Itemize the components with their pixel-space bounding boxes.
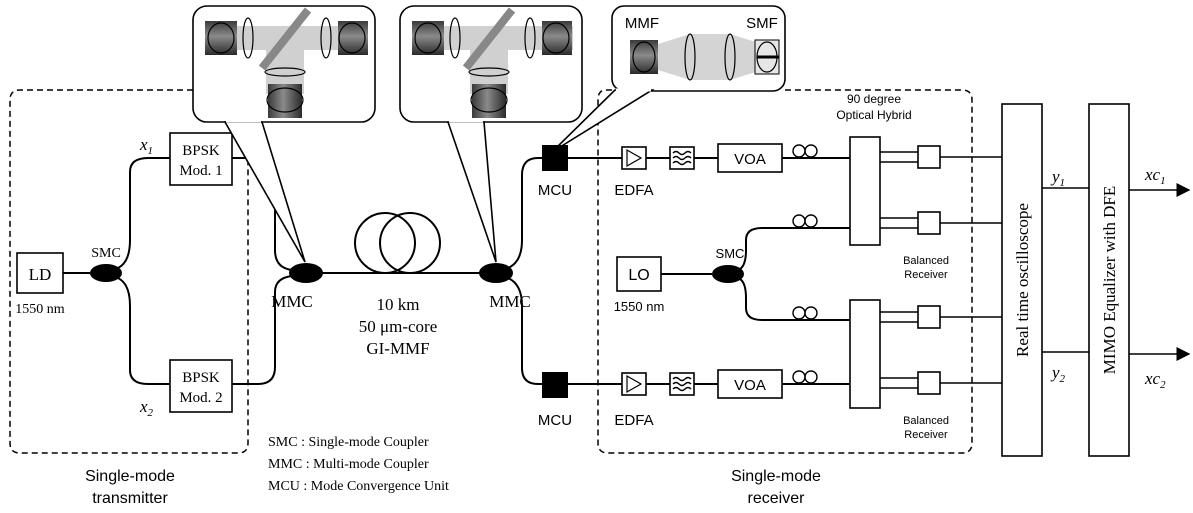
- balanced-bottom-label-2: Receiver: [904, 429, 948, 441]
- optical-hybrid-top: [849, 136, 881, 246]
- inset-coupler-left: [192, 5, 376, 263]
- edfa-top-label: EDFA: [614, 182, 653, 199]
- bpsk-mod2-line1: BPSK: [182, 370, 220, 386]
- transmitter-caption-1: Single-mode: [85, 468, 175, 485]
- edfa-top: [621, 146, 647, 170]
- balanced-rx-top-2: [917, 211, 941, 235]
- lo-label: LO: [628, 267, 649, 284]
- mmc-right-coupler: [479, 263, 513, 283]
- ld-label: LD: [29, 265, 52, 284]
- smc-tx-label: SMC: [91, 246, 121, 261]
- voa-bottom-label: VOA: [734, 377, 766, 394]
- legend-mcu: MCU : Mode Convergence Unit: [268, 479, 449, 494]
- optical-hybrid-bottom: [849, 299, 881, 409]
- hybrid-label-2: Optical Hybrid: [836, 108, 911, 122]
- balanced-rx-bottom-2: [917, 371, 941, 395]
- voa-top-label: VOA: [734, 151, 766, 168]
- balanced-rx-bottom-1: [917, 305, 941, 329]
- lo-wavelength: 1550 nm: [614, 299, 665, 314]
- edfa-bottom-label: EDFA: [614, 412, 653, 429]
- fiber-length: 10 km: [377, 295, 420, 314]
- receiver-caption-2: receiver: [748, 490, 806, 507]
- balanced-top-label-2: Receiver: [904, 269, 948, 281]
- legend-smc: SMC : Single-mode Coupler: [268, 435, 429, 450]
- xc1-label: xc1: [1144, 165, 1166, 187]
- receiver-region: [597, 89, 973, 454]
- x2-label: x2: [139, 397, 154, 419]
- inset-coupler-right: [399, 5, 583, 263]
- smc-tx-coupler: [90, 264, 122, 282]
- oscilloscope-box: [1001, 103, 1043, 457]
- inset-mcu: MMF SMF: [551, 5, 786, 153]
- fiber-core: 50 μm-core: [359, 317, 438, 336]
- mmc-left-label: MMC: [271, 292, 313, 311]
- mcu-bottom: [542, 372, 568, 398]
- x1-label: x1: [139, 135, 153, 157]
- equalizer-box: [1088, 103, 1130, 457]
- oscilloscope-label: Real time oscilloscope: [1013, 203, 1032, 357]
- bpsk-mod1-line1: BPSK: [182, 143, 220, 159]
- bpsk-mod1-line2: Mod. 1: [179, 163, 222, 179]
- equalizer-label: MIMO Equalizer with DFE: [1100, 186, 1119, 374]
- mcu-top: [542, 145, 568, 171]
- fiber-spool-a: [354, 212, 416, 274]
- mmc-right-label: MMC: [489, 292, 531, 311]
- smc-rx-label: SMC: [716, 246, 745, 261]
- y2-label: y2: [1050, 363, 1066, 385]
- inset-mmf-label: MMF: [625, 15, 659, 32]
- balanced-bottom-label-1: Balanced: [903, 415, 949, 427]
- legend-mmc: MMC : Multi-mode Coupler: [268, 457, 429, 472]
- mcu-top-label: MCU: [538, 182, 572, 199]
- hybrid-label-1: 90 degree: [847, 92, 901, 106]
- receiver-caption-1: Single-mode: [731, 468, 821, 485]
- mmc-left-coupler: [289, 263, 323, 283]
- balanced-top-label-1: Balanced: [903, 255, 949, 267]
- transmitter-region: [9, 89, 249, 454]
- bpsk-mod2-box: [169, 359, 233, 413]
- bpsk-mod2-line2: Mod. 2: [179, 390, 222, 406]
- fiber-spool-b: [379, 212, 441, 274]
- inset-smf-label: SMF: [746, 15, 778, 32]
- ld-wavelength: 1550 nm: [15, 302, 65, 317]
- xc2-label: xc2: [1144, 369, 1166, 391]
- transmitter-caption-2: transmitter: [92, 490, 168, 507]
- smc-rx-coupler: [712, 265, 744, 283]
- edfa-bottom: [621, 372, 647, 396]
- fiber-type: GI-MMF: [366, 339, 429, 358]
- mcu-bottom-label: MCU: [538, 412, 572, 429]
- balanced-rx-top-1: [917, 145, 941, 169]
- y1-label: y1: [1050, 167, 1065, 189]
